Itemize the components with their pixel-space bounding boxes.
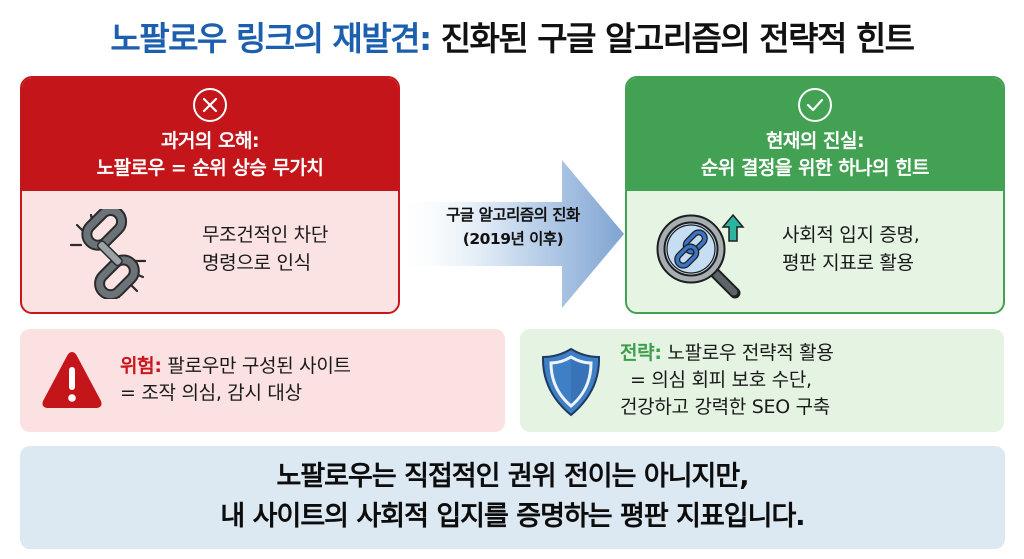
summary-line2: 내 사이트의 사회적 입지를 증명하는 평판 지표입니다. [220, 501, 805, 532]
title-highlight: 노팔로우 링크의 재발견: [110, 19, 432, 58]
past-body-line1: 무조건적인 차단 [202, 224, 329, 246]
title-rest: 진화된 구글 알고리즘의 전략적 힌트 [430, 19, 915, 58]
past-card-body: 무조건적인 차단 명령으로 인식 [22, 191, 398, 312]
past-heading-line2: 노팔로우 = 순위 상승 무가치 [96, 157, 324, 179]
strategy-panel: 전략: 노팔로우 전략적 활용 = 의심 회피 보호 수단, 건강하고 강력한 … [520, 329, 1004, 432]
x-circle-icon [193, 88, 227, 122]
strategy-label: 전략: [620, 342, 662, 364]
danger-panel: 위험: 팔로우만 구성된 사이트 = 조작 의심, 감시 대상 [20, 329, 505, 432]
present-truth-card: 현재의 진실: 순위 결정을 위한 하나의 힌트 사회적 입지 증명, 평판 지… [625, 76, 1005, 314]
magnifier-link-icon [656, 213, 745, 299]
danger-line1: 팔로우만 구성된 사이트 [161, 355, 351, 377]
present-body-line2: 평판 지표로 활용 [782, 252, 914, 274]
shield-icon [541, 347, 601, 417]
present-heading-line2: 순위 결정을 위한 하나의 힌트 [700, 157, 930, 179]
past-misconception-card: 과거의 오해: 노팔로우 = 순위 상승 무가치 무조건적인 차단 명령으로 인… [20, 76, 400, 314]
arrow-line2: (2019년 이후) [462, 230, 564, 248]
broken-chain-icon [69, 209, 147, 299]
danger-label: 위험: [120, 355, 162, 377]
check-circle-icon [798, 88, 832, 122]
arrow-line1: 구글 알고리즘의 진화 [446, 206, 580, 224]
present-card-body: 사회적 입지 증명, 평판 지표로 활용 [627, 191, 1003, 312]
present-heading-line1: 현재의 진실: [765, 130, 865, 152]
warning-icon [42, 352, 102, 408]
right-arrow-icon [402, 160, 624, 308]
past-card-header: 과거의 오해: 노팔로우 = 순위 상승 무가치 [22, 78, 398, 191]
strategy-line2: = 의심 회피 보호 수단, [630, 369, 812, 391]
page-title: 노팔로우 링크의 재발견: 진화된 구글 알고리즘의 전략적 힌트 [0, 12, 1024, 60]
strategy-line3: 건강하고 강력한 SEO 구축 [620, 396, 830, 418]
past-body-line2: 명령으로 인식 [202, 252, 311, 274]
arrow-label: 구글 알고리즘의 진화 (2019년 이후) [400, 203, 626, 251]
past-heading-line1: 과거의 오해: [160, 130, 260, 152]
summary-box: 노팔로우는 직접적인 권위 전이는 아니지만, 내 사이트의 사회적 입지를 증… [20, 446, 1005, 549]
danger-line2: = 조작 의심, 감시 대상 [120, 382, 302, 404]
present-body-line1: 사회적 입지 증명, [782, 224, 920, 246]
strategy-line1: 노팔로우 전략적 활용 [661, 342, 834, 364]
summary-line1: 노팔로우는 직접적인 권위 전이는 아니지만, [276, 461, 750, 492]
present-card-header: 현재의 진실: 순위 결정을 위한 하나의 힌트 [627, 78, 1003, 191]
